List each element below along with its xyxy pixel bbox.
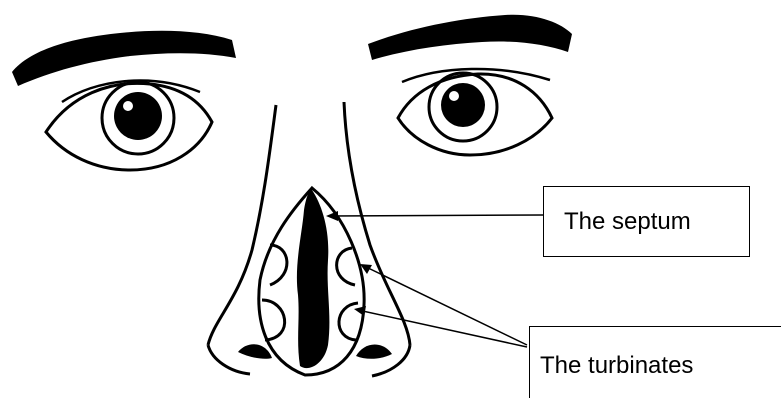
- nose-bridge-left: [208, 105, 276, 345]
- septum-pointer-arrowhead: [326, 211, 338, 221]
- turbinates-label: The turbinates: [540, 352, 693, 380]
- turbinates-label-box: The turbinates: [529, 326, 781, 398]
- nostril-right: [356, 344, 392, 358]
- turbinate-lower-pointer-arrowhead: [354, 306, 366, 316]
- left-eyebrow: [12, 31, 236, 86]
- right-eye: [398, 69, 552, 155]
- septum: [297, 190, 330, 368]
- turbinate-left-upper: [270, 245, 287, 285]
- turbinate-right-upper: [337, 248, 355, 285]
- left-eye: [46, 81, 212, 170]
- septum-pointer-line: [330, 215, 543, 216]
- nose-bridge-right: [344, 102, 410, 345]
- right-eyebrow: [368, 15, 572, 60]
- turbinate-upper-pointer-line: [364, 266, 527, 345]
- turbinate-lower-pointer-line: [358, 310, 527, 347]
- septum-label-box: The septum: [543, 186, 750, 257]
- nostril-left: [238, 344, 272, 358]
- turbinate-right-lower: [339, 303, 358, 340]
- pointer-lines: [326, 211, 543, 347]
- septum-label: The septum: [564, 208, 691, 236]
